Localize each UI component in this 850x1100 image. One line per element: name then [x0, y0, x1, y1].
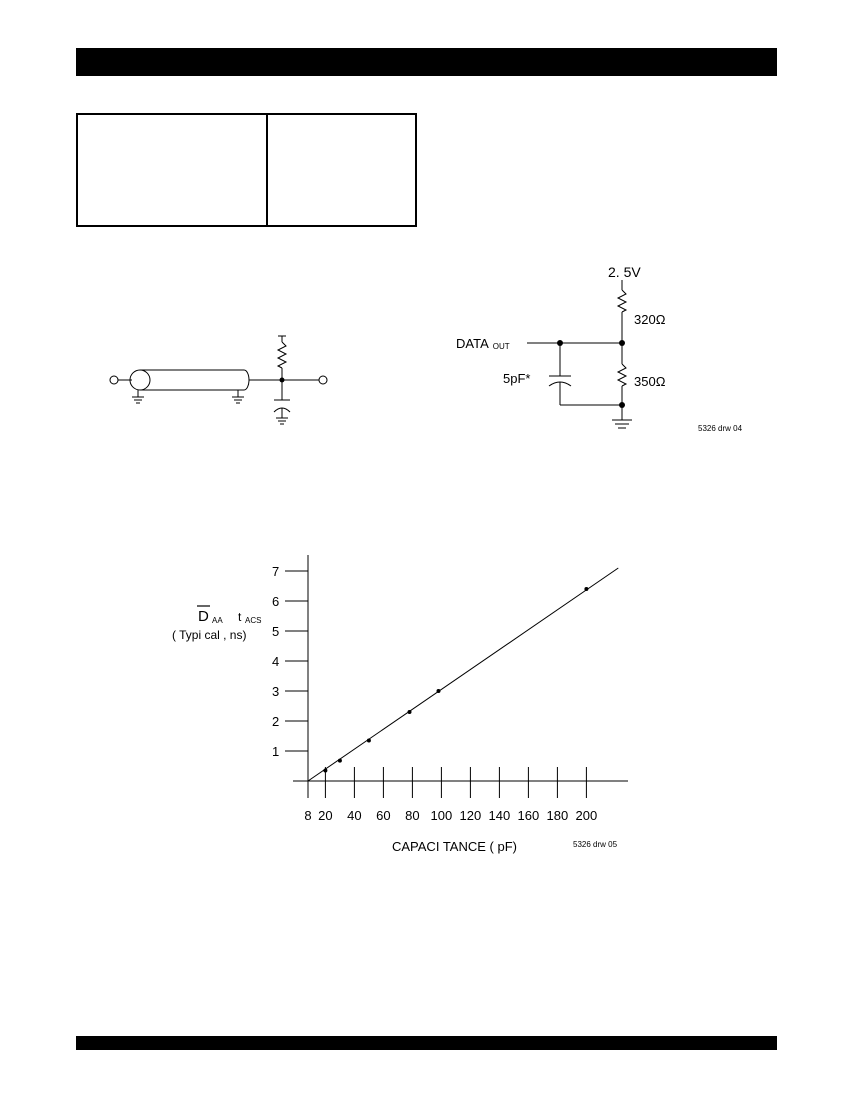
- data-point: [366, 738, 371, 743]
- node-dot-ground: [619, 402, 625, 408]
- output-terminal: [318, 375, 328, 385]
- r2-label: 350Ω: [634, 374, 666, 389]
- header-bar: [76, 48, 777, 76]
- y-tick-label: 2: [272, 714, 279, 729]
- data-point: [323, 768, 328, 773]
- drawing-id-05: 5326 drw 05: [573, 840, 618, 849]
- supply-label: 2. 5V: [608, 264, 641, 280]
- input-terminal: [109, 375, 119, 385]
- coax-end-left: [129, 369, 151, 391]
- x-tick-label: 100: [431, 808, 453, 823]
- x-axis-label: CAPACI TANCE ( pF): [392, 839, 517, 854]
- y-label-acs: ACS: [245, 616, 261, 625]
- r1-resistor: [616, 289, 628, 313]
- node-dot-output: [619, 340, 625, 346]
- y-tick-label: 5: [272, 624, 279, 639]
- x-tick-label: 140: [489, 808, 511, 823]
- y-tick-label: 7: [272, 564, 279, 579]
- y-label-line2: ( Typi cal , ns): [172, 628, 246, 642]
- x-tick-label: 20: [318, 808, 332, 823]
- x-tick-label: 120: [460, 808, 482, 823]
- pullup-resistor: [276, 341, 288, 369]
- trend-line: [307, 567, 619, 782]
- blank-table: [76, 113, 417, 227]
- x-tick-label: 180: [547, 808, 569, 823]
- output-load-circuit: [527, 280, 632, 429]
- x-tick-label: 80: [405, 808, 419, 823]
- data-point: [337, 758, 342, 763]
- node-dot-cap: [557, 340, 563, 346]
- y-tick-label: 6: [272, 594, 279, 609]
- transmission-line-diagram: [109, 335, 328, 425]
- capacitance-chart: 1 2 3 4 5 6 7 8 20 40 60 80 100 120 140 160 180 200: [272, 555, 628, 823]
- x-tick-label: 160: [518, 808, 540, 823]
- junction-dot: [279, 377, 285, 383]
- r2-resistor: [616, 363, 628, 387]
- cap-label: 5pF*: [503, 371, 530, 386]
- y-label-aa: AA: [212, 616, 223, 625]
- chart-y-label: D AA t ACS ( Typi cal , ns): [172, 605, 261, 642]
- y-label-d: D: [198, 608, 209, 625]
- x-tick-label: 200: [576, 808, 598, 823]
- r1-label: 320Ω: [634, 312, 666, 327]
- data-point: [436, 689, 441, 693]
- y-tick-label: 4: [272, 654, 279, 669]
- table-divider: [266, 115, 268, 225]
- footer-bar: [76, 1036, 777, 1050]
- y-tick-label: 3: [272, 684, 279, 699]
- data-point: [584, 587, 589, 591]
- coax-end-right: [243, 369, 250, 391]
- data-point: [407, 710, 412, 714]
- drawing-id-04: 5326 drw 04: [698, 424, 743, 433]
- x-tick-label: 40: [347, 808, 361, 823]
- x-tick-label: 8: [304, 808, 311, 823]
- y-label-t: t: [238, 610, 242, 624]
- x-tick-label: 60: [376, 808, 390, 823]
- y-tick-label: 1: [272, 744, 279, 759]
